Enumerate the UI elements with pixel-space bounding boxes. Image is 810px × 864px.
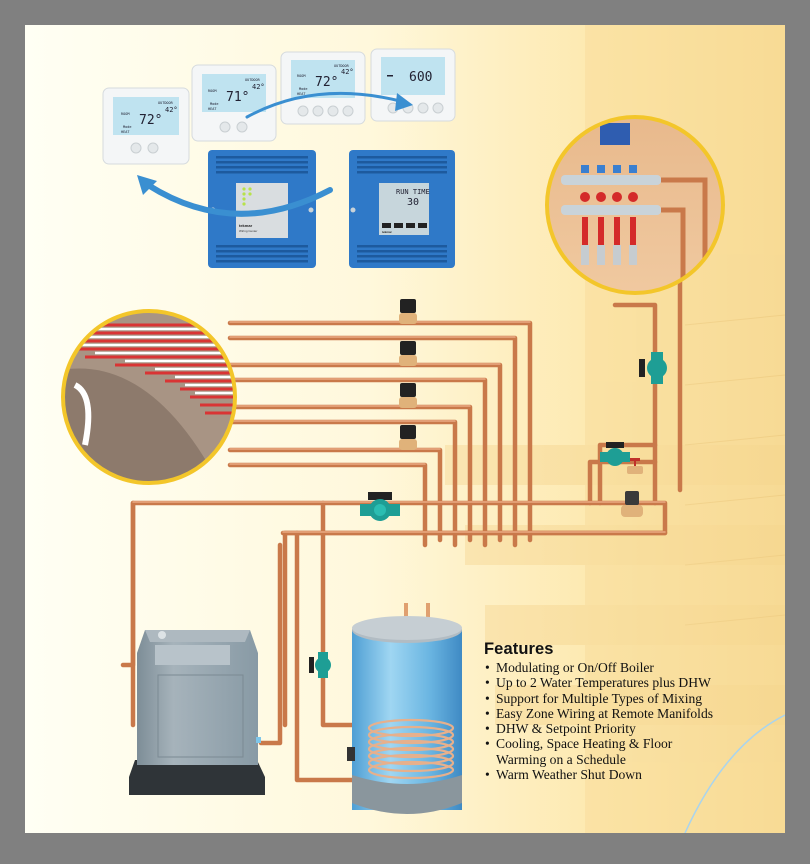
arrow-head-icon	[137, 175, 157, 195]
thermostat-2: OUTDOOR 42° ROOM 71° Mode HEAT	[191, 64, 277, 142]
circulator-pumps	[309, 352, 667, 678]
outdoor-temp: 42°	[341, 68, 354, 76]
control-units: tekmar Wiring Center RUN TIME 30 tekmar	[208, 150, 455, 268]
thermostat-4: 600	[370, 48, 456, 122]
arrow-head-icon	[395, 93, 413, 111]
mode-label: Mode	[299, 87, 307, 91]
display-value: 600	[409, 70, 432, 85]
outdoor-label: OUTDOOR	[245, 78, 261, 82]
manifold-pump-icon	[639, 352, 667, 384]
outdoor-temp: 42°	[252, 83, 265, 91]
thermostats: OUTDOOR 42° ROOM 72° Mode HEAT OUTDOOR 4…	[102, 48, 456, 165]
zone-valves	[399, 299, 643, 517]
room-label: ROOM	[121, 112, 129, 116]
mode-value: HEAT	[297, 92, 306, 96]
control-display-line1: RUN TIME	[396, 188, 430, 196]
heat-exchanger-coil	[367, 718, 455, 780]
mixing-valve-icon	[627, 458, 643, 474]
wiring-center: tekmar Wiring Center	[208, 150, 316, 268]
control-brand: tekmar	[382, 230, 393, 234]
manifold-callout	[545, 115, 725, 295]
room-label: ROOM	[297, 74, 305, 78]
room-label: ROOM	[208, 89, 216, 93]
features-list: Modulating or On/Off Boiler Up to 2 Wate…	[484, 660, 784, 783]
wiring-center-brand: tekmar	[239, 223, 253, 228]
mode-value: HEAT	[208, 107, 217, 111]
room-temp: 71°	[226, 90, 249, 105]
diagram-canvas: OUTDOOR 42° ROOM 72° Mode HEAT OUTDOOR 4…	[25, 25, 785, 833]
dhw-pump-icon	[309, 652, 331, 678]
communication-arrows	[137, 91, 413, 217]
boiler	[129, 630, 265, 795]
control-display-line2: 30	[407, 197, 419, 208]
feature-item: Warm Weather Shut Down	[484, 767, 784, 783]
thermostat-3: OUTDOOR 42° ROOM 72° Mode HEAT	[280, 51, 366, 125]
features-title: Features	[484, 640, 554, 658]
outdoor-temp: 42°	[165, 106, 178, 114]
feature-item: Up to 2 Water Temperatures plus DHW	[484, 675, 784, 691]
mixing-pump-icon	[600, 442, 630, 466]
dhw-storage-tank	[347, 603, 462, 814]
room-temp: 72°	[315, 75, 338, 90]
feature-item: Easy Zone Wiring at Remote Manifolds	[484, 706, 784, 722]
outdoor-label: OUTDOOR	[334, 64, 350, 68]
feature-item: Support for Multiple Types of Mixing	[484, 691, 784, 707]
mode-label: Mode	[123, 125, 131, 129]
room-temp: 72°	[139, 113, 162, 128]
feature-item: Cooling, Space Heating & Floor	[484, 736, 784, 752]
thermostat-1: OUTDOOR 42° ROOM 72° Mode HEAT	[102, 87, 190, 165]
radiant-floor-callout	[61, 309, 237, 485]
outdoor-label: OUTDOOR	[158, 101, 174, 105]
features-panel: Features Modulating or On/Off Boiler Up …	[484, 640, 784, 783]
system-illustration: OUTDOOR 42° ROOM 72° Mode HEAT OUTDOOR 4…	[25, 25, 785, 833]
feature-item-continuation: Warming on a Schedule	[496, 751, 626, 767]
feature-item: DHW & Setpoint Priority	[484, 721, 784, 737]
system-control: RUN TIME 30 tekmar	[349, 150, 455, 268]
mode-label: Mode	[210, 102, 218, 106]
main-pump-icon	[360, 492, 400, 521]
feature-item: Modulating or On/Off Boiler	[484, 660, 784, 676]
mode-value: HEAT	[121, 130, 130, 134]
wiring-center-model: Wiring Center	[239, 229, 257, 233]
